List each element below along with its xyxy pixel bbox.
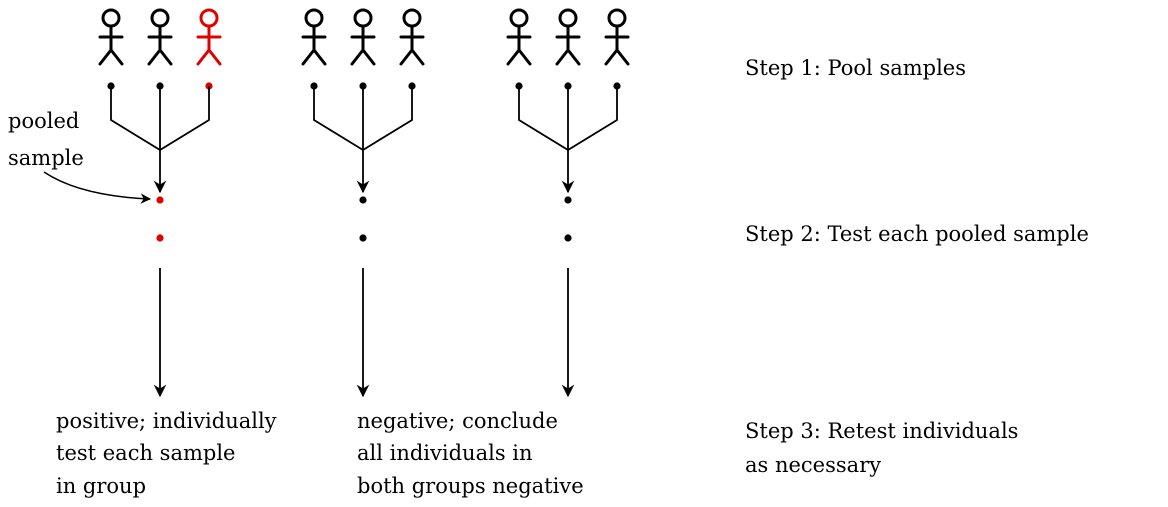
positive-outcome-line2: test each sample bbox=[56, 441, 236, 465]
pooled-sample-dot bbox=[156, 196, 164, 204]
person-icon bbox=[350, 8, 376, 66]
person-icon bbox=[399, 8, 425, 66]
negative-outcome-line2: all individuals in bbox=[357, 441, 533, 465]
test-result-dot bbox=[359, 234, 367, 242]
step3-label-line2: as necessary bbox=[745, 453, 882, 477]
negative-outcome-line3: both groups negative bbox=[357, 474, 584, 498]
person-icon bbox=[555, 8, 581, 66]
positive-outcome-line3: in group bbox=[56, 474, 147, 498]
person-icon bbox=[604, 8, 630, 66]
pooled-sample-dot bbox=[564, 196, 572, 204]
pooling-lines bbox=[110, 86, 210, 151]
pooled-sample-annotation-line2: sample bbox=[8, 146, 84, 170]
negative-outcome-line1: negative; conclude bbox=[357, 409, 558, 433]
step3-label-line1: Step 3: Retest individuals bbox=[745, 419, 1019, 443]
person-icon bbox=[147, 8, 173, 66]
person-icon bbox=[301, 8, 327, 66]
step2-label: Step 2: Test each pooled sample bbox=[745, 222, 1089, 246]
annotation-arrow bbox=[43, 171, 152, 204]
pooling-lines bbox=[313, 86, 413, 151]
step1-label: Step 1: Pool samples bbox=[745, 56, 967, 80]
test-result-dot bbox=[564, 234, 572, 242]
pooled-sample-dot bbox=[359, 196, 367, 204]
person-icon bbox=[506, 8, 532, 66]
pooling-lines bbox=[518, 86, 618, 151]
test-result-dot bbox=[156, 234, 164, 242]
pooled-sample-annotation-line1: pooled bbox=[8, 109, 80, 133]
positive-outcome-line1: positive; individually bbox=[56, 409, 277, 433]
person-icon bbox=[98, 8, 124, 66]
person-icon bbox=[196, 8, 222, 66]
